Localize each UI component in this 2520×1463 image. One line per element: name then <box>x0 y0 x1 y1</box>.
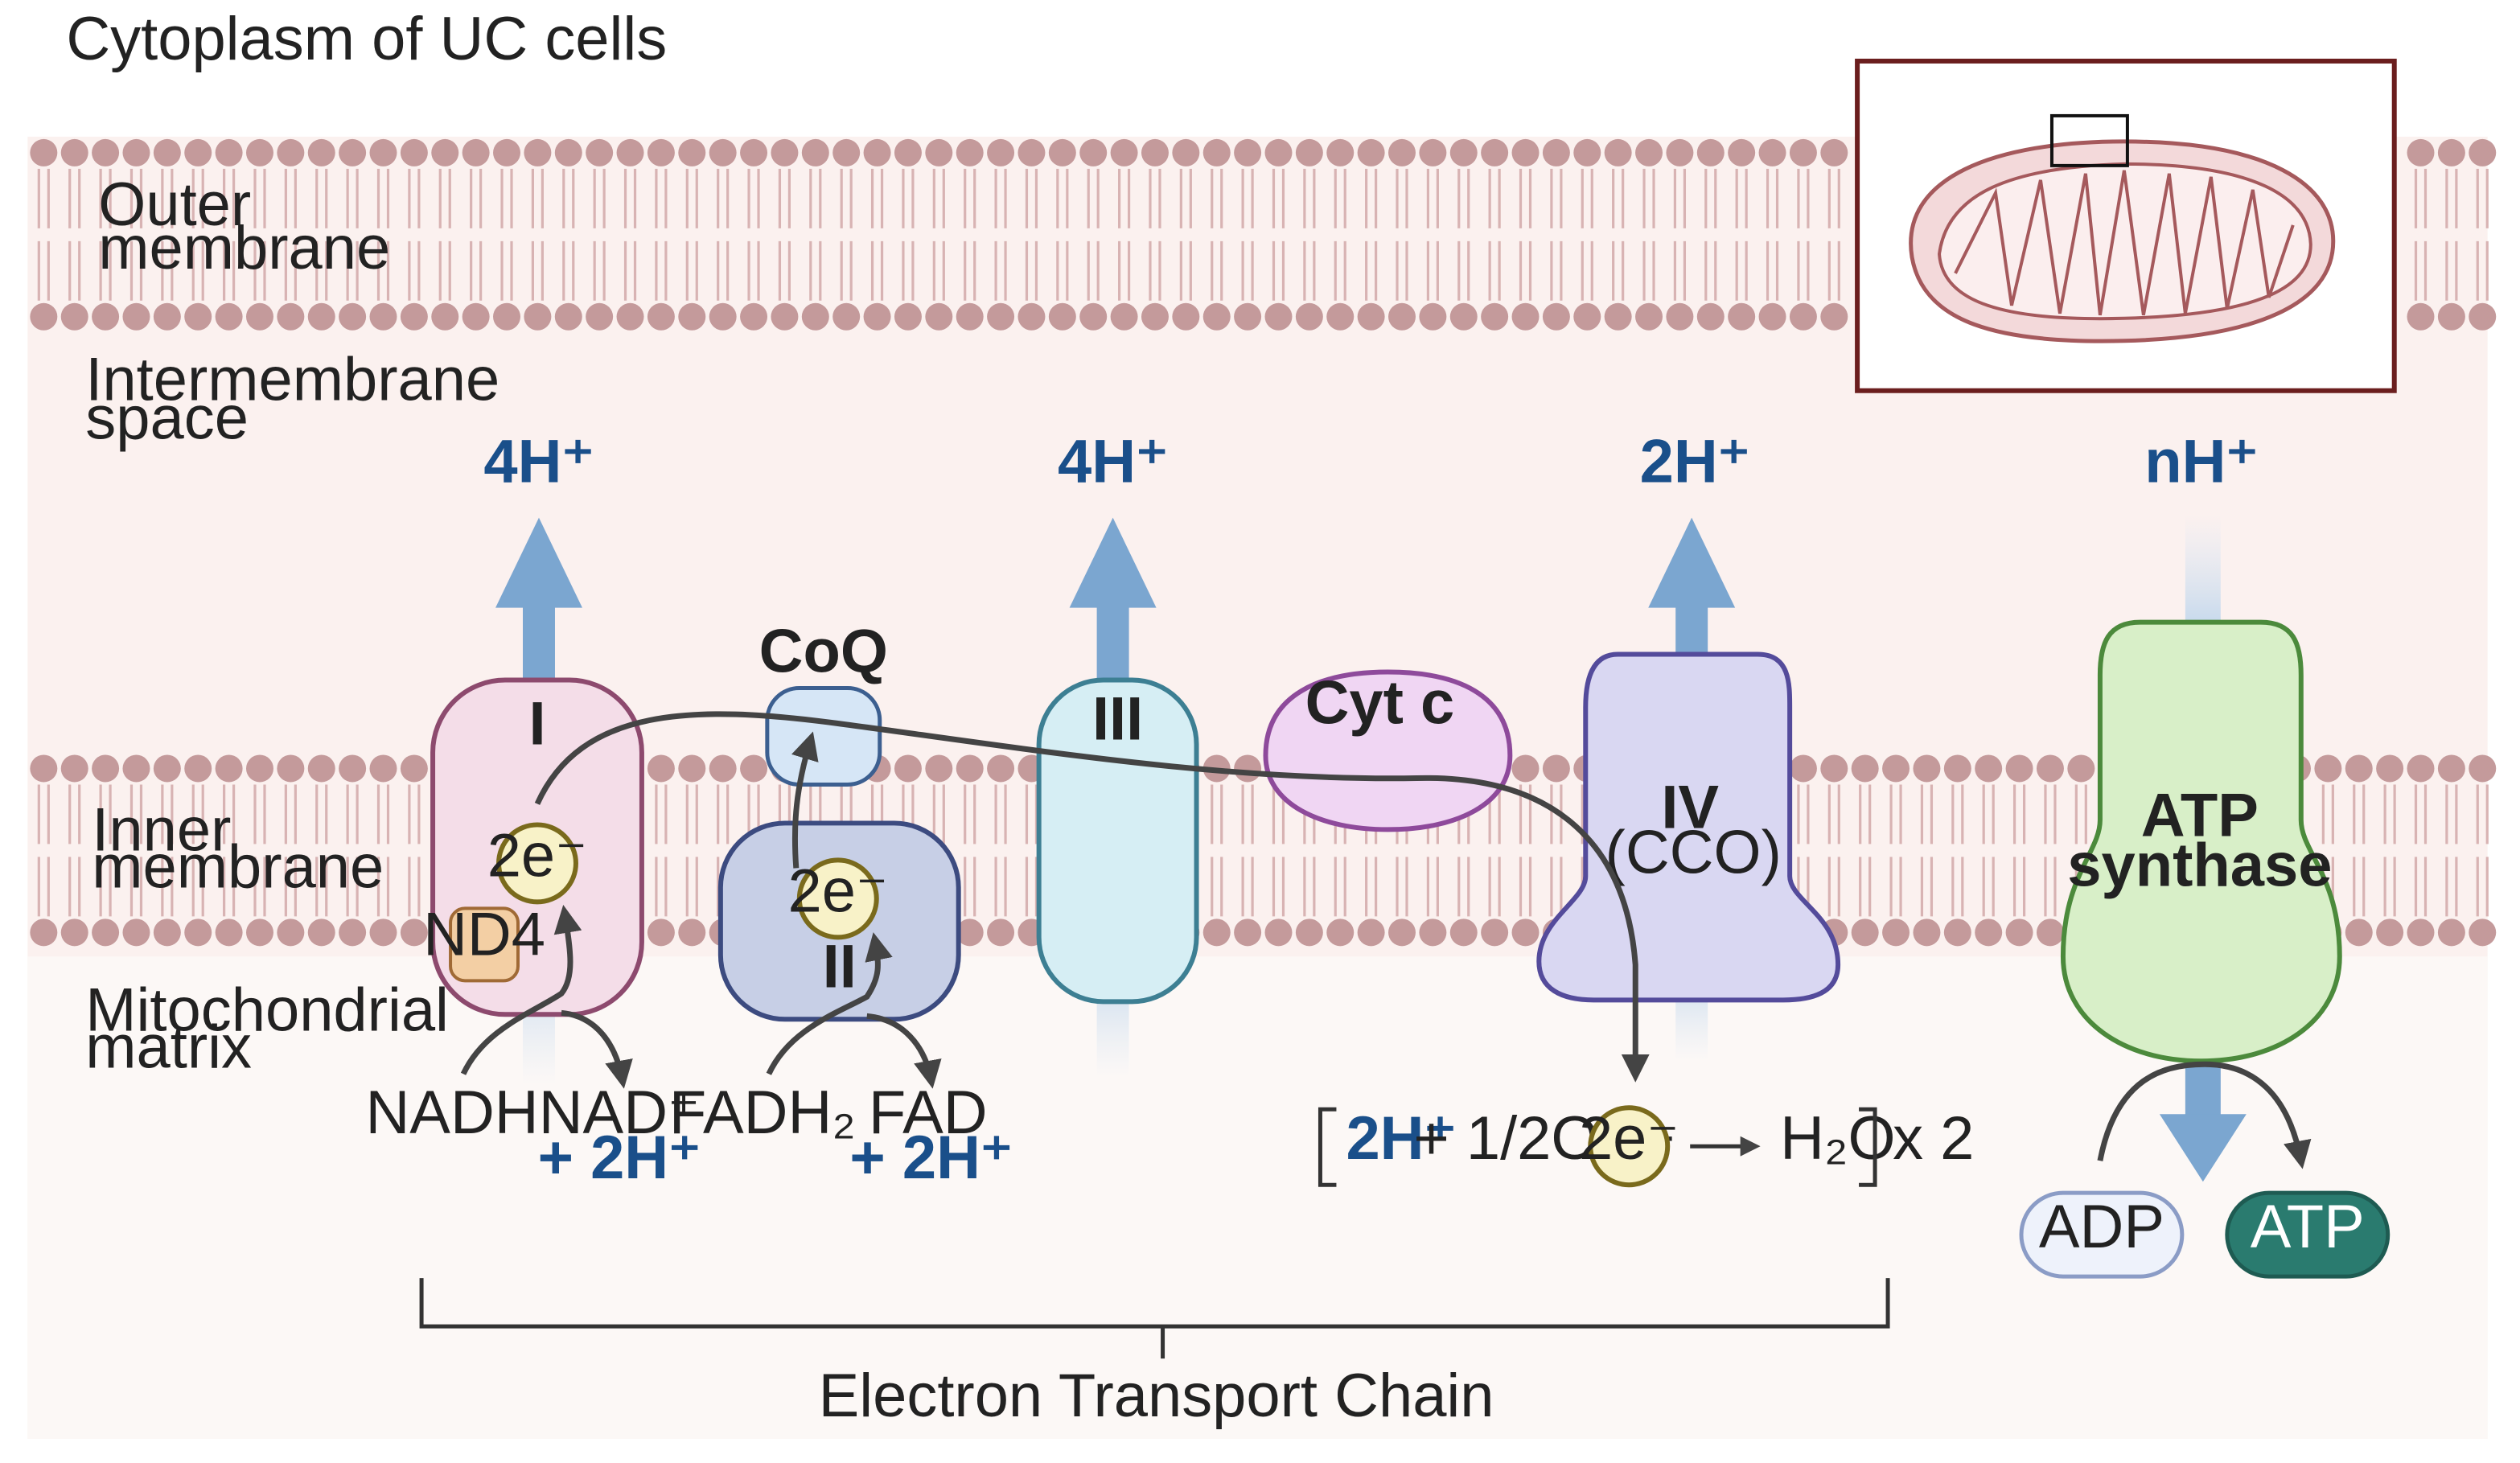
electron-token-complex-ii: 2e⁻ <box>788 857 889 940</box>
svg-text:ATP: ATP <box>2251 1193 2365 1261</box>
fadh2-input-arrow <box>766 932 893 1075</box>
oxygen-reduction-reaction: 2H⁺ + 1/2O₂ + 2e⁻ H₂O x 2 <box>1318 1104 1974 1188</box>
atp-pill: ATP <box>2225 1190 2391 1279</box>
mitochondrion-inset <box>1855 58 2397 393</box>
nad-label: NAD⁺ <box>539 1079 700 1147</box>
complex-iii: III <box>1036 677 1199 1005</box>
etc-bracket <box>419 1278 1890 1359</box>
electron-path <box>534 711 1650 1083</box>
svg-text:2e⁻: 2e⁻ <box>487 821 588 890</box>
complex-ii-to-coq-arrow <box>791 731 819 869</box>
svg-text:II: II <box>823 932 857 1001</box>
svg-text:ND4: ND4 <box>423 900 545 968</box>
reaction-electrons: 2e⁻ <box>1579 1104 1679 1173</box>
complex-iv: IV(CCO) <box>1536 651 1841 1003</box>
proton-label-complex-iii: 4H⁺ <box>1058 428 1168 496</box>
svg-text:Cyt c: Cyt c <box>1305 669 1455 738</box>
svg-text:IV(CCO): IV(CCO) <box>1605 773 1782 886</box>
proton-label-complex-iv: 2H⁺ <box>1640 428 1750 496</box>
nadh-label: NADH <box>365 1079 538 1147</box>
cyt-c: Cyt c <box>1263 669 1513 832</box>
fad-output-arrow <box>866 1013 942 1089</box>
svg-text:I: I <box>528 689 545 758</box>
electron-token-complex-i: 2e⁻ <box>487 821 588 905</box>
nadh-input-arrow <box>460 905 582 1075</box>
etc-label: Electron Transport Chain <box>819 1362 1494 1430</box>
proton-label-atp-synthase: nH⁺ <box>2144 428 2258 496</box>
reaction-multiplier: x 2 <box>1893 1104 1974 1173</box>
adp-to-atp-arrow <box>2097 1061 2312 1169</box>
proton-arrow-atp-synthase <box>2159 514 2247 1182</box>
svg-text:CoQ: CoQ <box>759 618 888 686</box>
fadh2-label: FADH₂ <box>669 1079 856 1147</box>
svg-text:ADP: ADP <box>2039 1193 2164 1261</box>
nad-protons-label: + 2H⁺ <box>538 1124 701 1192</box>
nad-output-arrow <box>561 1009 633 1089</box>
adp-pill: ADP <box>2019 1190 2185 1279</box>
outer-membrane <box>30 138 2497 331</box>
fad-protons-label: + 2H⁺ <box>849 1124 1013 1192</box>
page-title: Cytoplasm of UC cells <box>66 5 667 73</box>
reaction-protons: 2H⁺ <box>1346 1104 1456 1173</box>
nd4-subunit: ND4 <box>423 900 545 983</box>
proton-label-complex-i: 4H⁺ <box>483 428 594 496</box>
fad-label: FAD <box>869 1079 988 1147</box>
svg-text:2e⁻: 2e⁻ <box>788 857 889 925</box>
svg-text:III: III <box>1092 684 1143 753</box>
coq: CoQ <box>759 618 888 787</box>
reaction-water: H₂O <box>1780 1104 1895 1173</box>
